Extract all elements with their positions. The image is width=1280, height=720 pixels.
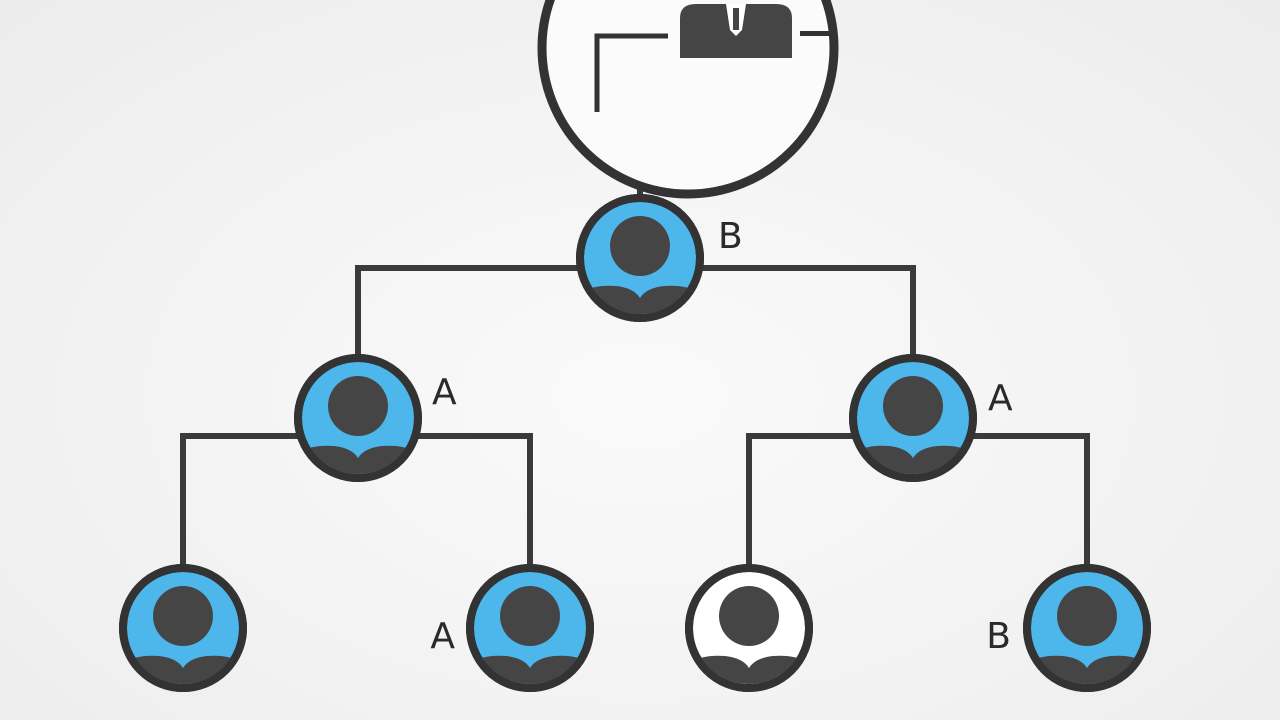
connector-root-right xyxy=(693,265,916,363)
node-label: A xyxy=(432,372,457,413)
person-icon xyxy=(857,376,969,474)
member-nodes: B A A A B xyxy=(119,194,1151,692)
node-right: A xyxy=(849,354,1013,482)
node-lr: A xyxy=(430,564,594,692)
node-label: A xyxy=(430,616,455,657)
person-icon xyxy=(127,586,239,684)
node-rl xyxy=(685,564,813,692)
node-ll xyxy=(119,564,247,692)
connector-root-left xyxy=(355,265,587,363)
person-icon xyxy=(302,376,414,474)
person-icon xyxy=(474,586,586,684)
top-manager-node xyxy=(537,0,839,199)
node-label: A xyxy=(988,378,1013,419)
person-icon xyxy=(584,216,696,314)
connector-lines xyxy=(180,137,1090,573)
person-icon xyxy=(693,586,805,684)
connector-left-ll xyxy=(180,433,305,573)
connector-right-rr xyxy=(966,433,1090,573)
node-label: B xyxy=(986,616,1011,657)
node-rr: B xyxy=(986,564,1151,692)
connector-left-lr xyxy=(411,433,533,573)
connector-right-rl xyxy=(746,433,860,573)
manager-icon xyxy=(594,4,830,112)
node-label: B xyxy=(718,216,743,257)
node-root: B xyxy=(576,194,743,322)
person-icon xyxy=(1031,586,1143,684)
node-left: A xyxy=(294,354,457,482)
